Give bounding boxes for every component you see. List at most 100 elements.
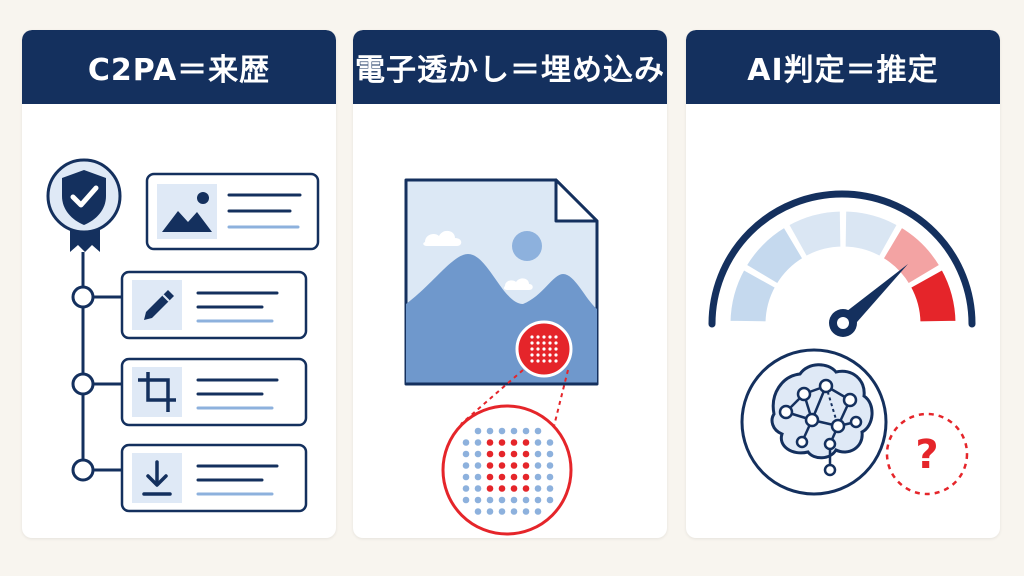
provenance-diagram (22, 104, 336, 538)
magnified-dot (486, 462, 494, 469)
download-icon (142, 460, 172, 496)
magnified-dot (462, 496, 470, 504)
watermark-dot (530, 347, 534, 351)
magnified-dot (534, 508, 542, 515)
magnified-dot (534, 462, 542, 469)
magnified-dot (498, 450, 506, 458)
watermark-dot (548, 353, 552, 357)
magnified-dot (474, 427, 482, 435)
magnified-dot (474, 439, 482, 446)
timeline-node (71, 458, 95, 482)
magnified-dot (522, 450, 530, 458)
gauge-segment (743, 224, 807, 288)
panel-ai-detection: AI判定＝推定 (686, 30, 1000, 538)
panel-title-ai-detection: AI判定＝推定 (686, 30, 1000, 104)
watermark-dot (554, 353, 558, 357)
magnified-dot (462, 485, 470, 492)
magnified-dot (486, 439, 494, 446)
watermark-dot (554, 341, 558, 345)
magnified-dot (546, 462, 554, 469)
panel-c2pa: C2PA＝来歴 (22, 30, 336, 538)
question-mark-icon: ? (885, 412, 969, 496)
image-icon (162, 192, 212, 232)
magnified-dot (474, 496, 482, 504)
watermark-dot (554, 335, 558, 339)
magnified-dot (546, 473, 554, 481)
magnified-dot (462, 462, 470, 469)
magnified-dot (486, 450, 494, 458)
magnified-dot (510, 485, 518, 492)
magnified-dot (498, 496, 506, 504)
shield-check-icon (46, 158, 122, 252)
watermark-dot (548, 359, 552, 363)
magnified-dot (522, 473, 530, 481)
watermark-dot (548, 341, 552, 345)
watermark-dot (542, 359, 546, 363)
gauge-segment (907, 266, 959, 325)
timeline-node (71, 285, 95, 309)
magnified-dot (546, 496, 554, 504)
watermark-diagram (353, 104, 667, 538)
gauge-icon (708, 190, 976, 337)
watermark-dot (542, 347, 546, 351)
magnified-dot (522, 462, 530, 469)
magnified-dot (510, 496, 518, 504)
watermark-dots-icon (515, 320, 573, 378)
watermark-dot (554, 359, 558, 363)
watermark-dot (536, 335, 540, 339)
watermark-dot (536, 341, 540, 345)
provenance-card-edit (120, 270, 308, 340)
magnified-dot (474, 473, 482, 481)
magnified-dot (546, 485, 554, 492)
magnified-dot (522, 485, 530, 492)
watermark-dot (542, 341, 546, 345)
magnified-dot (510, 450, 518, 458)
magnified-dot (522, 427, 530, 435)
magnified-dot (498, 462, 506, 469)
panel-watermark: 電子透かし＝埋め込み (353, 30, 667, 538)
magnified-dot (534, 450, 542, 458)
watermark-dot (536, 353, 540, 357)
magnified-dot (510, 508, 518, 515)
watermark-dot (530, 353, 534, 357)
watermark-dot (536, 347, 540, 351)
magnified-dot (534, 427, 542, 435)
magnified-dot (498, 439, 506, 446)
magnify-connector (553, 369, 569, 427)
watermark-dot (530, 341, 534, 345)
magnified-dot (510, 462, 518, 469)
magnified-dot (486, 485, 494, 492)
watermark-dot (542, 353, 546, 357)
gauge-segment (727, 266, 779, 325)
magnified-dot (534, 473, 542, 481)
ai-detection-diagram: ? (686, 104, 1000, 538)
magnified-dot (462, 450, 470, 458)
magnified-dot (474, 508, 482, 515)
magnified-dot (474, 450, 482, 458)
magnifier-icon (441, 404, 573, 536)
neural-network-icon (740, 348, 888, 496)
timeline-node (71, 372, 95, 396)
provenance-card-crop (120, 357, 308, 427)
magnified-dot (510, 427, 518, 435)
provenance-card-image (145, 172, 320, 251)
magnified-dot (462, 439, 470, 446)
magnified-dot (486, 508, 494, 515)
pencil-icon (144, 290, 174, 320)
question-mark-text: ? (915, 432, 938, 478)
magnified-dot (546, 450, 554, 458)
panel-title-c2pa: C2PA＝来歴 (22, 30, 336, 104)
gauge-segment (842, 208, 901, 260)
magnified-dot (510, 439, 518, 446)
magnified-dot (498, 485, 506, 492)
watermark-dot (530, 359, 534, 363)
gauge-segment (785, 208, 844, 260)
watermark-dot (542, 335, 546, 339)
watermark-dot (530, 335, 534, 339)
watermark-dot (554, 347, 558, 351)
magnified-dot (498, 473, 506, 481)
watermark-dot (548, 335, 552, 339)
magnified-dot (534, 439, 542, 446)
magnified-dot (486, 427, 494, 435)
magnified-dot (510, 473, 518, 481)
